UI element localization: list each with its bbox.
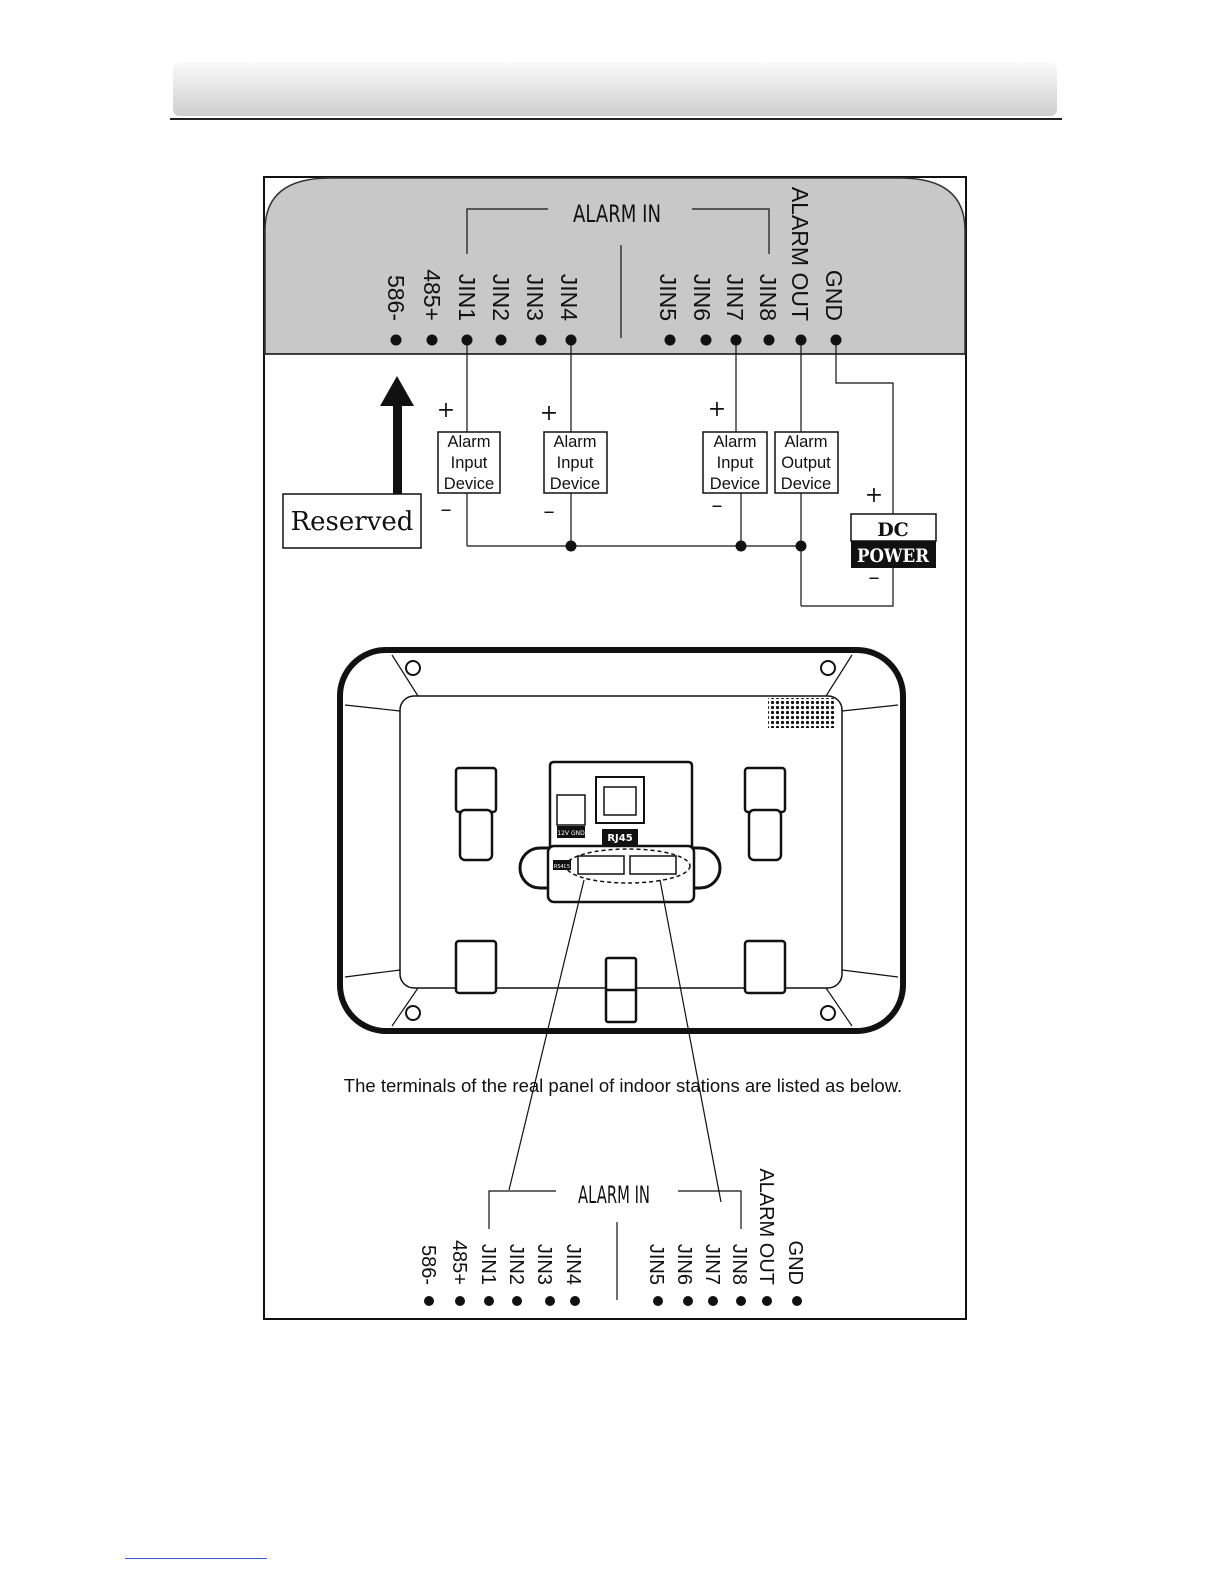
top-terminal-alarm-out: ALARM OUT: [787, 187, 813, 321]
minus-sign-2: –: [544, 499, 555, 524]
top-terminal-jin1: JIN1: [454, 274, 480, 321]
bottom-terminal-alarm-out: ALARM OUT: [755, 1168, 777, 1285]
device-box-4: Alarm Output Device: [774, 431, 839, 494]
bottom-terminal-labels: 586- 485+ JIN1 JIN2 JIN3 JIN4 JIN5 JIN6 …: [417, 1168, 806, 1285]
reserved-label: Reserved: [291, 507, 414, 537]
top-terminal-dots: [390, 334, 842, 346]
bottom-terminal-jin4: JIN4: [562, 1244, 584, 1285]
bottom-alarm-in-bracket: ALARM IN: [488, 1181, 742, 1300]
device-4-line3: Device: [781, 475, 831, 493]
rj45-label: RJ45: [607, 833, 632, 844]
indoor-station-back-view: RJ45 12V GND RS485: [337, 647, 906, 1034]
header-rule: [170, 118, 1062, 120]
bottom-alarm-in-label: ALARM IN: [578, 1181, 650, 1209]
dc-power-block: DC POWER: [850, 513, 937, 568]
reserved-arrow: [380, 376, 414, 496]
bottom-terminal-gnd: GND: [784, 1241, 806, 1285]
device-box-3: Alarm Input Device: [702, 431, 768, 494]
device-3-line2: Input: [717, 454, 754, 472]
rs485-port-label: RS485: [554, 864, 570, 870]
bottom-terminal-586: 586-: [417, 1245, 439, 1285]
minus-sign-1: –: [441, 497, 452, 522]
top-terminal-jin6: JIN6: [689, 274, 715, 321]
minus-sign-dc: –: [869, 565, 880, 590]
device-4-line1: Alarm: [784, 433, 827, 451]
plus-sign-2: +: [540, 401, 558, 426]
top-terminal-586: 586-: [383, 275, 409, 321]
device-box-1: Alarm Input Device: [437, 431, 501, 494]
device-1-line1: Alarm: [447, 433, 490, 451]
footer-rule: [125, 1558, 267, 1559]
minus-sign-3: –: [712, 493, 723, 518]
bottom-terminal-jin3: JIN3: [533, 1244, 555, 1285]
bottom-terminal-jin8: JIN8: [728, 1244, 750, 1285]
top-terminal-gnd: GND: [821, 270, 847, 321]
power-label: POWER: [857, 545, 929, 567]
bottom-terminal-jin7: JIN7: [701, 1244, 723, 1285]
top-terminal-485: 485+: [419, 269, 445, 321]
device-1-line2: Input: [451, 454, 488, 472]
device-2-line2: Input: [557, 454, 594, 472]
device-3-line1: Alarm: [713, 433, 756, 451]
page-header-bar: [173, 62, 1057, 116]
polarity-signs: + + + + – – – –: [437, 397, 883, 590]
top-terminal-jin7: JIN7: [722, 274, 748, 321]
junction-dots: [565, 540, 807, 552]
device-box-2: Alarm Input Device: [543, 431, 608, 494]
top-alarm-in-label: ALARM IN: [573, 200, 661, 228]
top-terminal-jin2: JIN2: [488, 274, 514, 321]
top-terminal-labels: 586- 485+ JIN1 JIN2 JIN3 JIN4 JIN5 JIN6 …: [383, 187, 847, 321]
power-port-label: 12V GND: [557, 830, 585, 837]
port-module: RJ45 12V GND RS485: [518, 760, 722, 904]
pointer-lines: [508, 879, 722, 1203]
top-terminal-jin8: JIN8: [755, 274, 781, 321]
device-3-line3: Device: [710, 475, 760, 493]
bottom-terminal-jin2: JIN2: [505, 1244, 527, 1285]
bottom-terminal-jin5: JIN5: [645, 1244, 667, 1285]
bottom-terminal-dots: [424, 1296, 802, 1306]
plus-sign-3: +: [708, 397, 726, 422]
top-terminal-jin3: JIN3: [522, 274, 548, 321]
bottom-terminal-485: 485+: [448, 1240, 470, 1285]
top-terminal-jin5: JIN5: [655, 274, 681, 321]
plus-sign-dc: +: [865, 483, 883, 508]
device-2-line1: Alarm: [553, 433, 596, 451]
top-terminal-jin4: JIN4: [556, 274, 582, 322]
device-4-line2: Output: [781, 454, 831, 472]
bottom-terminal-jin1: JIN1: [477, 1244, 499, 1285]
device-2-line3: Device: [550, 475, 600, 493]
speaker-grille: [768, 698, 836, 728]
caption: The terminals of the real panel of indoo…: [344, 1075, 902, 1096]
reserved-box: [282, 493, 422, 549]
mounting-clips: [454, 766, 787, 1024]
top-terminal-panel: [264, 177, 966, 355]
bottom-terminal-jin6: JIN6: [673, 1244, 695, 1285]
device-1-line3: Device: [444, 475, 494, 493]
plus-sign-1: +: [437, 398, 455, 423]
top-alarm-in-bracket: ALARM IN: [466, 200, 770, 338]
dc-label: DC: [877, 519, 909, 541]
